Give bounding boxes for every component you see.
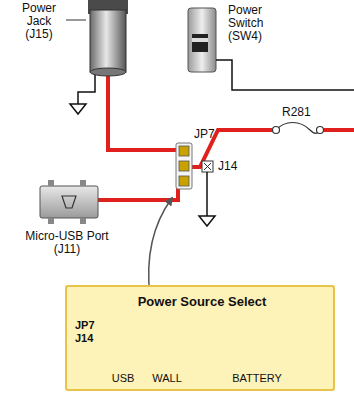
part-label: Power Jack (J15) xyxy=(14,2,64,41)
option-label: BATTERY xyxy=(207,371,307,385)
part-label: Micro-USB Port (J11) xyxy=(22,230,112,256)
part-label: Power Switch (SW4) xyxy=(228,4,288,43)
header-label: JP7 J14 xyxy=(75,319,105,345)
callout-title: Power Source Select xyxy=(67,294,337,310)
jumper-label: J14 xyxy=(218,160,258,173)
option-label: WALL xyxy=(139,371,195,385)
jumper-label: JP7 xyxy=(194,128,234,141)
option-label: USB xyxy=(95,371,151,385)
resistor-label: R281 xyxy=(282,106,332,119)
callout-box: Power Source SelectJP7 J14USBWALL BATTERY xyxy=(65,285,335,391)
